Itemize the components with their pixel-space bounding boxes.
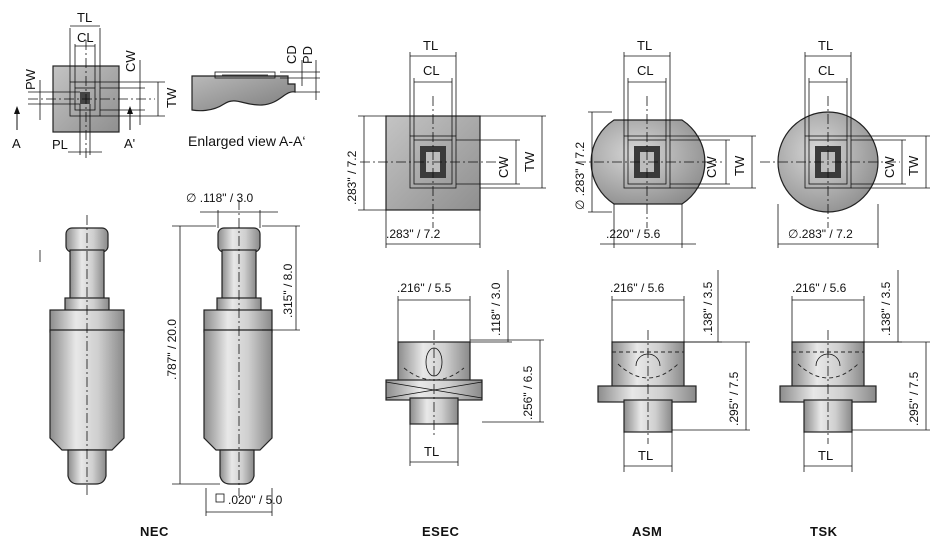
nec-total-length: .787" / 20.0 xyxy=(165,319,179,380)
nec-side-view-shaded xyxy=(39,215,125,496)
esec-top-width: .216" / 5.5 xyxy=(397,281,452,295)
tsk-tl-bottom-label: TL xyxy=(818,448,833,463)
nec-square-dim: .020" / 5.0 xyxy=(228,493,283,507)
esec-cl-label: CL xyxy=(423,63,440,78)
esec-top-view: TL CL CW TW .283" / 7.2 .283" / 7.2 xyxy=(345,38,546,248)
asm-side-view: .216" / 5.6 .138" / 3.5 .295" / 7.5 TL xyxy=(597,270,750,472)
esec-tw-label: TW xyxy=(522,151,537,172)
tsk-mid-height: .295" / 7.5 xyxy=(907,371,921,426)
esec-mid-height: .256" / 6.5 xyxy=(521,365,535,420)
asm-tl-bottom-label: TL xyxy=(638,448,653,463)
esec-tl-bottom-label: TL xyxy=(424,444,439,459)
asm-tw-label: TW xyxy=(732,155,747,176)
enlarged-section-body xyxy=(191,75,296,112)
esec-side-view: .216" / 5.5 .118" / 3.0 .256" / 6.5 TL xyxy=(385,270,544,466)
esec-height: .283" / 7.2 xyxy=(345,150,359,205)
tsk-top-width: .216" / 5.6 xyxy=(792,281,847,295)
esec-cw-label: CW xyxy=(496,156,511,178)
asm-flat: .220" / 5.6 xyxy=(606,227,661,241)
plan-tl-label: TL xyxy=(77,10,92,25)
asm-title: ASM xyxy=(632,524,662,539)
asm-top-view: TL CL CW TW ∅ .283" / 7.2 .220" / 5.6 xyxy=(573,38,756,248)
asm-cl-label: CL xyxy=(637,63,654,78)
tsk-top-height: .138" / 3.5 xyxy=(879,281,893,336)
tsk-title: TSK xyxy=(810,524,838,539)
esec-tl-label: TL xyxy=(423,38,438,53)
plan-pl-label: PL xyxy=(52,137,68,152)
enlarged-view-caption: Enlarged view A-A‘ xyxy=(188,133,306,149)
nec-side-view-dimensioned: ∅ .118" / 3.0 .787" / 20.0 .315" / 8.0 .… xyxy=(165,191,300,516)
section-marker-a-prime: A' xyxy=(124,136,135,151)
asm-top-width: .216" / 5.6 xyxy=(610,281,665,295)
nec-tip-diameter: ∅ .118" / 3.0 xyxy=(186,191,254,205)
asm-diameter: ∅ .283" / 7.2 xyxy=(573,142,587,210)
asm-cw-label: CW xyxy=(704,156,719,178)
plan-cw-label: CW xyxy=(123,50,138,72)
asm-tl-label: TL xyxy=(637,38,652,53)
esec-width: .283" / 7.2 xyxy=(386,227,441,241)
enlarged-cd-label: CD xyxy=(284,45,299,64)
asm-top-height: .138" / 3.5 xyxy=(701,281,715,336)
enlarged-section-view: CD PD Enlarged view A-A‘ xyxy=(188,45,320,149)
plan-pw-label: PW xyxy=(23,68,38,90)
tsk-side-view: .216" / 5.6 .138" / 3.5 .295" / 7.5 TL xyxy=(779,270,930,472)
tsk-tl-label: TL xyxy=(818,38,833,53)
esec-title: ESEC xyxy=(422,524,460,539)
tsk-cl-label: CL xyxy=(818,63,835,78)
esec-top-height: .118" / 3.0 xyxy=(489,282,503,336)
tsk-tw-label: TW xyxy=(906,155,921,176)
plan-cl-label: CL xyxy=(77,30,94,45)
enlarged-pd-label: PD xyxy=(300,46,315,64)
plan-tw-label: TW xyxy=(164,87,179,108)
plan-pad xyxy=(80,92,90,104)
tsk-diameter: ∅.283" / 7.2 xyxy=(788,227,853,241)
tsk-top-view: TL CL CW TW ∅.283" / 7.2 xyxy=(760,38,930,248)
asm-mid-height: .295" / 7.5 xyxy=(727,371,741,426)
section-marker-a: A xyxy=(12,136,21,151)
tsk-cw-label: CW xyxy=(882,156,897,178)
nec-title: NEC xyxy=(140,524,169,539)
plan-view-small: TL CL CW TW PW PL A A' xyxy=(12,10,179,160)
nec-tip-length: .315" / 8.0 xyxy=(281,263,295,318)
